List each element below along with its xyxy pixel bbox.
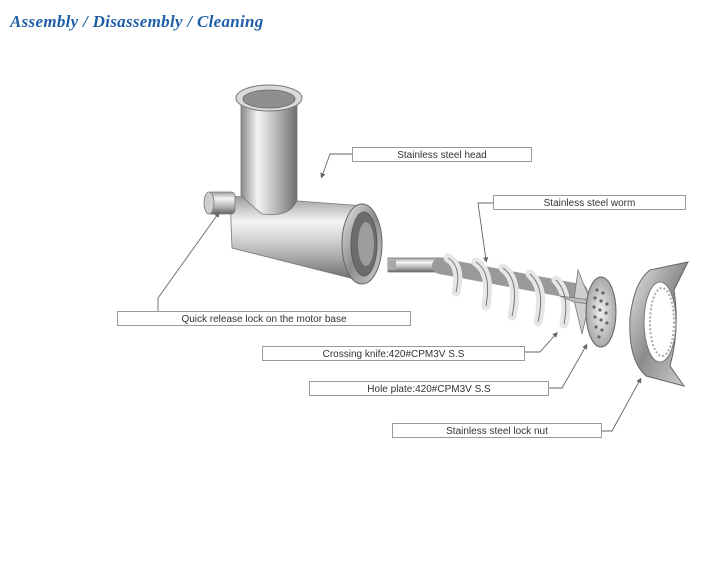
- leader-plate: [549, 343, 588, 389]
- leader-lines: [157, 153, 642, 432]
- leader-lock: [157, 211, 220, 311]
- hole-plate-part: [585, 276, 617, 348]
- leader-head: [320, 153, 352, 179]
- page-title: Assembly / Disassembly / Cleaning: [10, 12, 264, 31]
- leader-worm: [477, 202, 493, 263]
- label-quick-release-lock: Quick release lock on the motor base: [117, 311, 411, 326]
- stainless-steel-lock-nut-part: [629, 261, 689, 387]
- leader-nut: [602, 377, 642, 432]
- label-stainless-steel-head: Stainless steel head: [352, 147, 532, 162]
- label-crossing-knife: Crossing knife:420#CPM3V S.S: [262, 346, 525, 361]
- label-hole-plate: Hole plate:420#CPM3V S.S: [309, 381, 549, 396]
- stainless-steel-worm-part: [387, 253, 601, 329]
- stainless-steel-head-part: [203, 84, 383, 285]
- leader-knife: [525, 331, 558, 353]
- label-lock-nut: Stainless steel lock nut: [392, 423, 602, 438]
- label-stainless-steel-worm: Stainless steel worm: [493, 195, 686, 210]
